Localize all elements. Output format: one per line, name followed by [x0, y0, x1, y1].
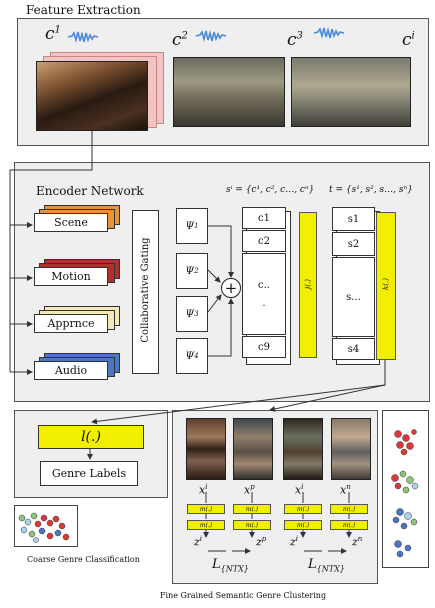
s-cell-2: s2 — [332, 232, 375, 256]
c-cell-3-dot: . — [262, 298, 266, 309]
clip-label-2: c2 — [172, 30, 188, 50]
s-cell-4: s4 — [332, 338, 375, 360]
feature-extraction-title: Feature Extraction — [26, 3, 141, 17]
x-label-2: xp — [244, 483, 255, 497]
x-label-4: xn — [340, 483, 351, 497]
j-function-label: j(.) — [304, 279, 312, 289]
m-function-3b: m(.) — [284, 520, 322, 530]
c-cell-2: c2 — [242, 230, 286, 252]
s-formula: sⁱ = {c¹, c², c…, cⁿ} — [226, 185, 315, 195]
modality-audio: Audio — [34, 361, 108, 380]
fine-clip-4 — [331, 418, 371, 480]
modality-scene: Scene — [34, 213, 108, 232]
l-function-bar: l(.) — [38, 425, 144, 449]
coarse-caption: Coarse Genre Classification — [27, 555, 140, 564]
fine-clip-3 — [283, 418, 323, 480]
clip-label-1: c1 — [45, 24, 61, 44]
s-cell-3: s... — [332, 257, 375, 337]
m-function-1a: m(.) — [187, 504, 225, 514]
loss-label-2: L{NTX} — [308, 557, 345, 574]
loss-label-1: L{NTX} — [212, 557, 249, 574]
x-label-3: xi — [295, 483, 304, 497]
collaborative-gating-block — [132, 210, 159, 374]
x-label-1: xi — [199, 483, 208, 497]
fine-clip-2 — [233, 418, 273, 480]
encoder-network-title: Encoder Network — [36, 184, 144, 198]
z-label-1: zi — [194, 535, 203, 549]
z-label-4: zn — [352, 535, 363, 549]
fine-cluster-thumbnail — [382, 410, 429, 568]
z-label-2: zp — [256, 535, 267, 549]
modality-apprnce: Apprnce — [34, 314, 108, 333]
m-function-4a: m(.) — [330, 504, 368, 514]
clip-label-i: ci — [402, 30, 415, 50]
m-function-1b: m(.) — [187, 520, 225, 530]
clip-2-image — [173, 57, 285, 127]
clip-3-image — [291, 57, 411, 127]
m-function-2b: m(.) — [233, 520, 271, 530]
k-function-label: k(.) — [382, 278, 390, 290]
collaborative-gating-label: Collaborative Gating — [139, 237, 151, 343]
m-function-2a: m(.) — [233, 504, 271, 514]
k-function-bar — [376, 212, 396, 360]
j-function-bar — [299, 212, 317, 358]
t-formula: t = {s¹, s², s…, sⁿ} — [329, 185, 413, 195]
clip-1-image — [36, 61, 148, 131]
s-cell-1: s1 — [332, 207, 375, 231]
c-cell-3 — [242, 253, 286, 335]
sum-operator-icon: + — [221, 278, 241, 298]
m-function-4b: m(.) — [330, 520, 368, 530]
z-label-3: zi — [290, 535, 299, 549]
clip-label-3: c3 — [287, 30, 303, 50]
genre-labels-box: Genre Labels — [40, 461, 138, 486]
c-cell-3-label: c.. — [258, 280, 270, 291]
fine-clip-1 — [186, 418, 226, 480]
fine-caption: Fine Grained Semantic Genre Clustering — [160, 591, 327, 600]
m-function-3a: m(.) — [284, 504, 322, 514]
c-cell-4: c9 — [242, 336, 286, 358]
modality-motion: Motion — [34, 267, 108, 286]
coarse-cluster-thumbnail — [14, 505, 78, 547]
c-cell-1: c1 — [242, 207, 286, 229]
